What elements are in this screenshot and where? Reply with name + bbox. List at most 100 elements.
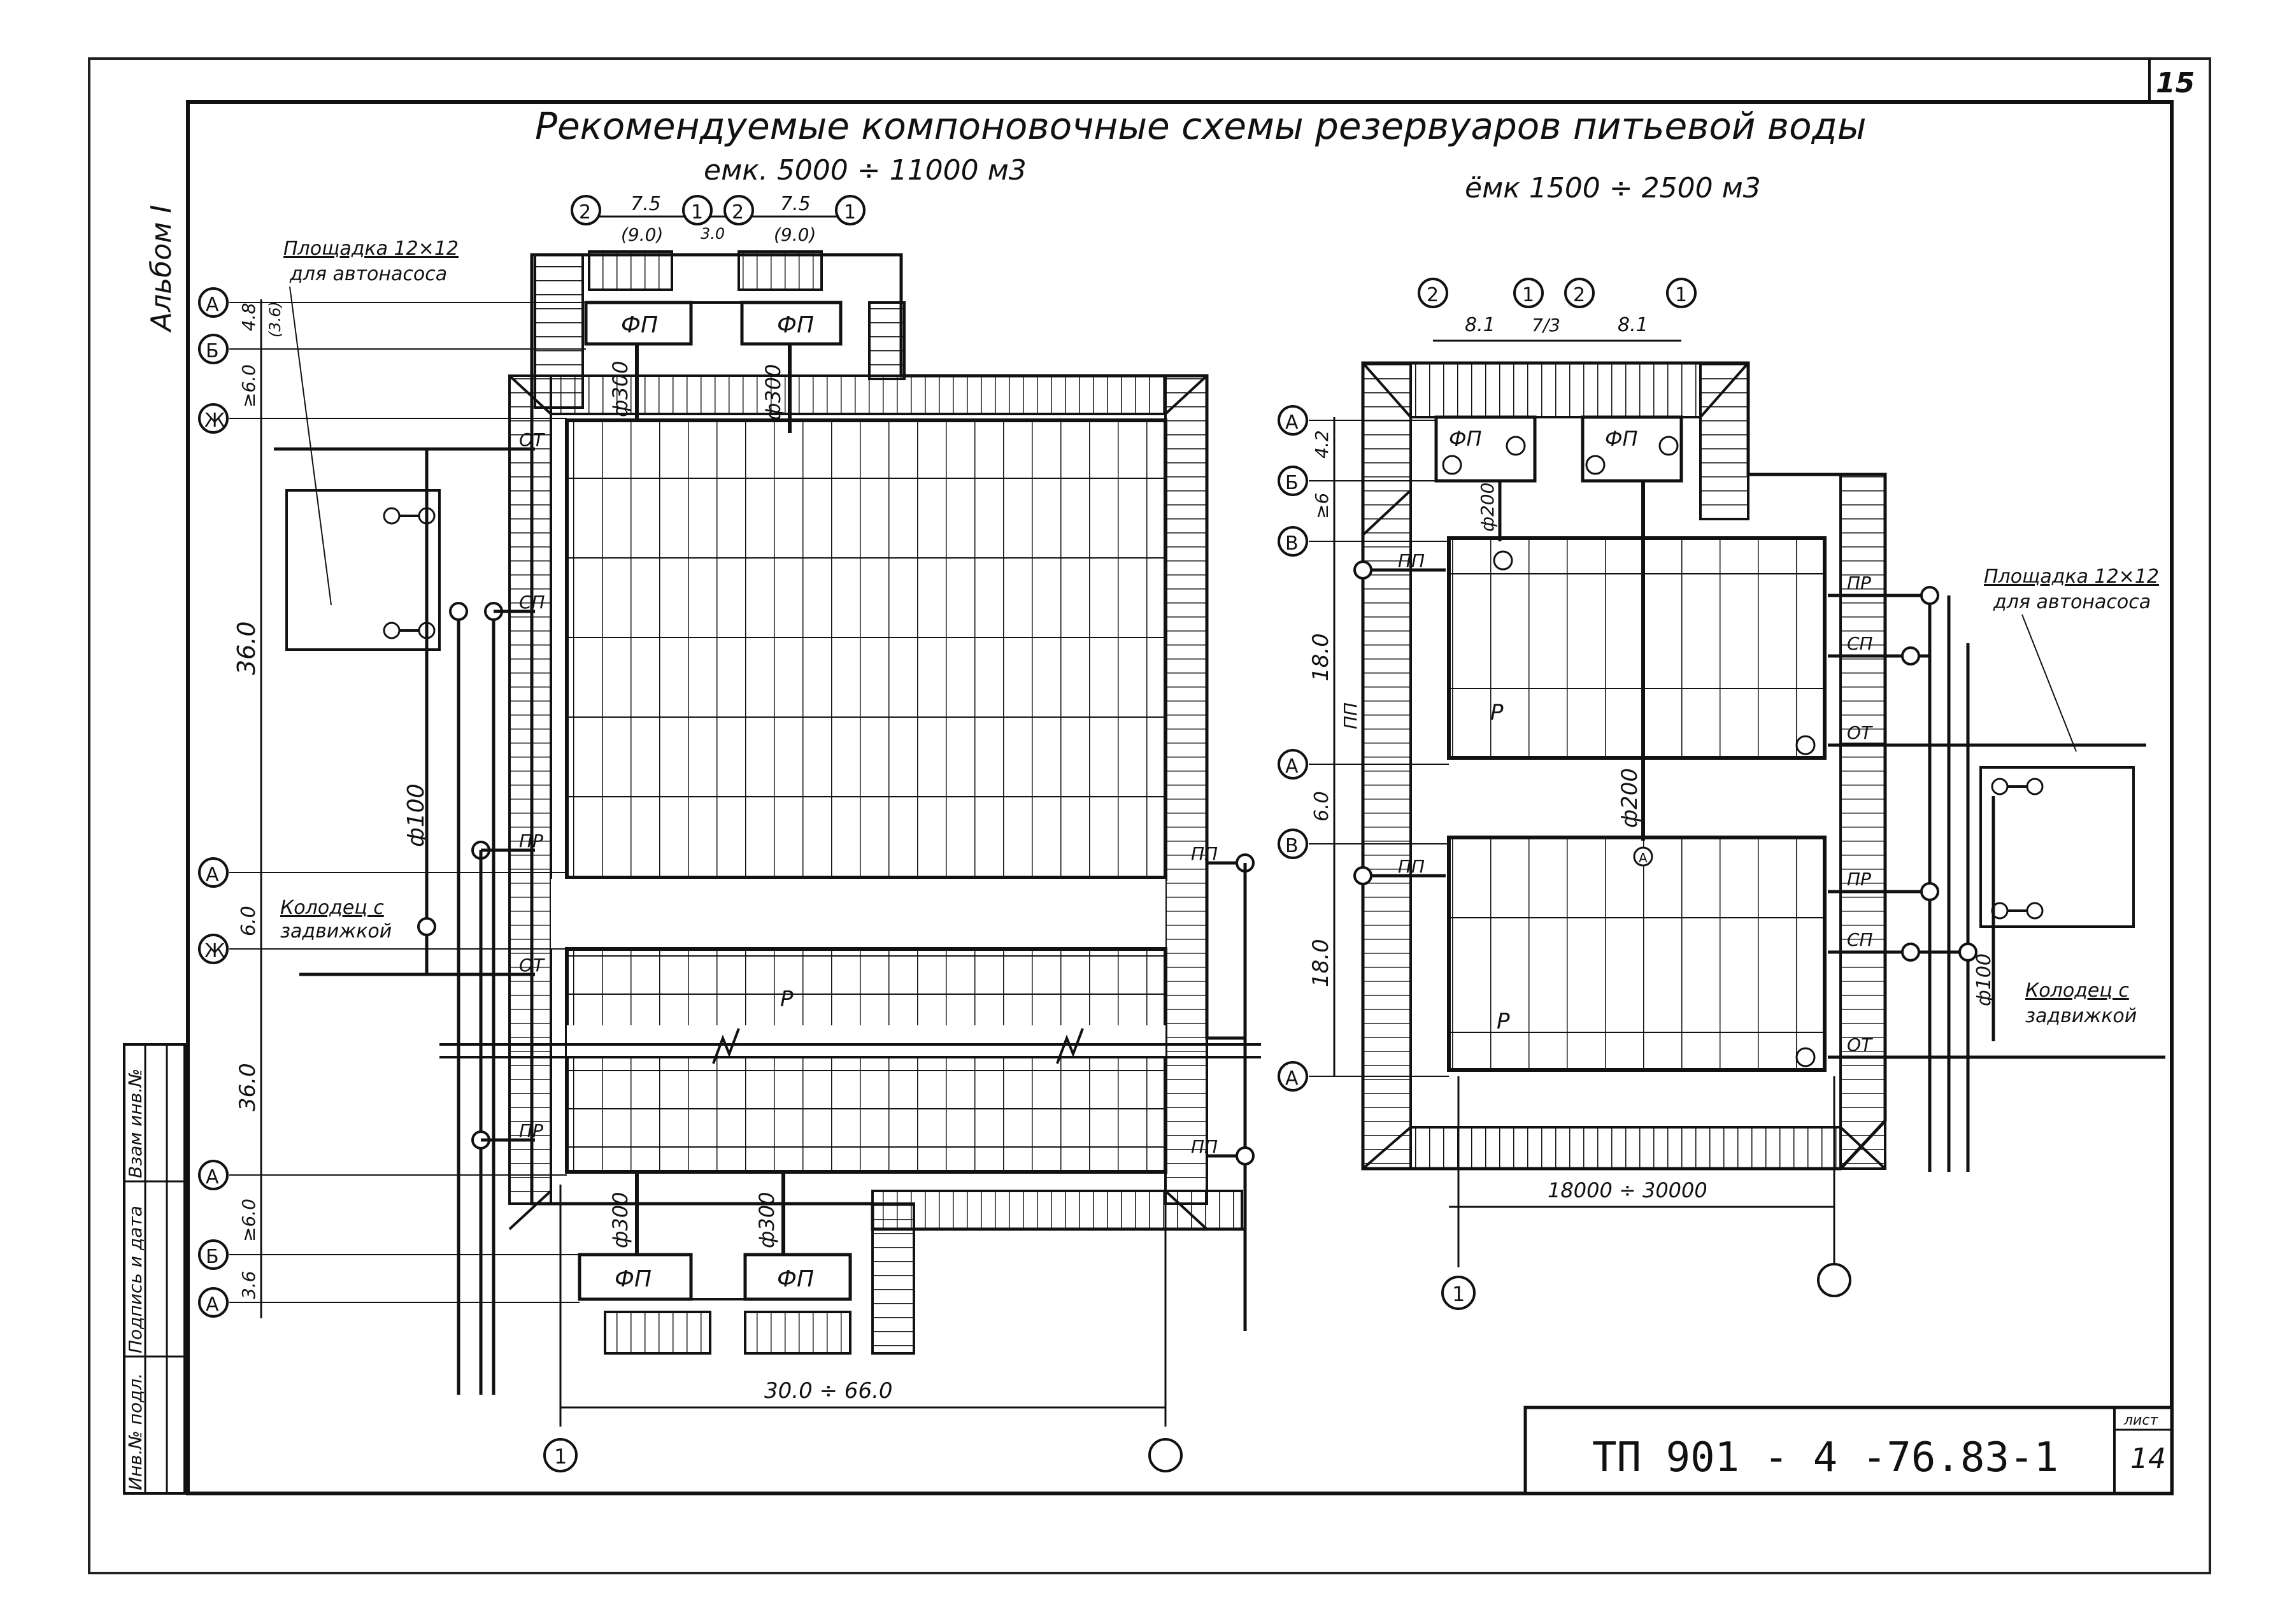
right-pavilion-2-label: ФП xyxy=(1605,427,1638,451)
right-pipe-100: ф100 xyxy=(1973,953,1995,1006)
left-pavilion-1-label: ФП xyxy=(621,312,658,338)
right-well-label-2: задвижкой xyxy=(2025,1005,2137,1027)
left-dim-left-3: ≥6.0 xyxy=(238,364,259,408)
svg-text:1: 1 xyxy=(691,201,703,224)
right-axis-left: А Б В А В А xyxy=(1278,405,1308,1092)
svg-text:А: А xyxy=(206,864,219,886)
left-well-label-2: задвижкой xyxy=(280,920,392,943)
svg-text:А: А xyxy=(206,1293,219,1316)
right-dim-top-2: 7/3 xyxy=(1532,315,1560,336)
left-tag-ot-2: ОТ xyxy=(519,955,545,976)
left-axis-left: А Б Ж А Ж А Б А xyxy=(198,287,229,1318)
sheet-number: 15 xyxy=(2156,67,2195,99)
right-bottom-axis-2 xyxy=(1817,1263,1851,1297)
inner-frame xyxy=(186,100,2174,1495)
left-dim-left-5: 6.0 xyxy=(238,906,260,936)
left-pavilion-4-label: ФП xyxy=(777,1266,814,1292)
left-bottom-axis-2 xyxy=(1148,1438,1183,1472)
left-bottom-axis-1 xyxy=(543,1438,578,1472)
left-tag-sp: СП xyxy=(519,592,545,613)
left-pavilion-3 xyxy=(578,1253,693,1301)
right-well-label-1: Колодец с xyxy=(2025,979,2129,1002)
stamp-inv-podl: Инв.№ подл. xyxy=(125,1373,146,1490)
left-plan: ФП ФП Р ФП ФП ф300 ф300 ф300 ф300 xyxy=(198,193,1261,1472)
side-stamp: Инв.№ подл. Подпись и дата Взам инв.№ xyxy=(123,1043,186,1495)
right-vertical-tag: ПП xyxy=(1340,702,1361,729)
left-dim-top-5: (9.0) xyxy=(774,224,816,245)
list-number: 14 xyxy=(2130,1442,2166,1475)
left-dim-left-6: 36.0 xyxy=(235,1063,260,1111)
svg-text:А: А xyxy=(1285,1067,1299,1090)
svg-text:Ж: Ж xyxy=(204,410,225,432)
outer-frame xyxy=(88,57,2211,1574)
right-tag-sp-2: СП xyxy=(1847,929,1873,950)
svg-text:1: 1 xyxy=(1675,284,1687,306)
left-pipe-300-1: ф300 xyxy=(608,361,632,417)
right-site-label-1: Площадка 12×12 xyxy=(1984,566,2159,588)
svg-text:Б: Б xyxy=(206,340,219,362)
svg-text:2: 2 xyxy=(1427,284,1439,306)
right-tag-pr-1: ПР xyxy=(1847,573,1871,594)
svg-text:1: 1 xyxy=(1522,284,1534,306)
left-dim-left-2: (3.6) xyxy=(266,301,284,338)
right-dim-top-3: 8.1 xyxy=(1618,314,1648,336)
svg-text:2: 2 xyxy=(579,201,591,224)
left-bottom-dim: 30.0 ÷ 66.0 xyxy=(764,1378,893,1404)
left-dim-left-8: 3.6 xyxy=(238,1271,259,1299)
left-pavilion-2 xyxy=(740,301,843,346)
left-dim-left-7: ≥6.0 xyxy=(238,1199,259,1242)
svg-text:1: 1 xyxy=(554,1444,567,1469)
svg-text:1: 1 xyxy=(1452,1282,1465,1306)
right-tag-pp-2: ПП xyxy=(1398,856,1425,877)
right-reservoir-upper xyxy=(1447,536,1827,760)
left-reservoir-upper xyxy=(565,418,1167,881)
right-tag-ot-1: ОТ xyxy=(1847,722,1873,743)
svg-text:Ж: Ж xyxy=(204,940,225,962)
right-reservoir-lower xyxy=(1447,836,1827,1072)
left-pipe-300-4: ф300 xyxy=(755,1192,779,1248)
list-label: лист xyxy=(2123,1413,2158,1428)
album-label: Альбом I xyxy=(145,205,178,333)
main-title: Рекомендуемые компоновочные схемы резерв… xyxy=(535,104,1867,148)
right-pipe-200-1: ф200 xyxy=(1477,483,1498,532)
svg-text:А: А xyxy=(206,294,219,316)
left-dim-top-2: (9.0) xyxy=(621,224,663,245)
right-bottom-axis-1 xyxy=(1441,1276,1476,1310)
svg-text:2: 2 xyxy=(732,201,744,224)
right-plan: ФП ФП Р Р ф200 ф200 2 1 2 1 8.1 7/3 8.1 … xyxy=(1278,278,2165,1310)
left-reservoir-lower xyxy=(565,947,1167,1174)
svg-text:Б: Б xyxy=(1285,472,1299,494)
right-pump-site xyxy=(1979,766,2135,928)
stamp-vzam: Взам инв.№ xyxy=(125,1069,146,1178)
left-pavilion-3-label: ФП xyxy=(615,1266,652,1292)
right-reservoir-label-1: Р xyxy=(1490,700,1504,725)
left-tag-pr-1: ПР xyxy=(519,830,543,851)
right-dim-left-4: 6.0 xyxy=(1311,791,1333,822)
left-tag-pr-2: ПР xyxy=(519,1120,543,1141)
svg-text:2: 2 xyxy=(1573,284,1585,306)
left-dim-top-3: 3.0 xyxy=(701,225,725,243)
right-tag-sp-1: СП xyxy=(1847,633,1873,654)
right-pavilion-1-label: ФП xyxy=(1449,427,1482,451)
left-tag-ot-1: ОТ xyxy=(519,429,545,450)
svg-text:А: А xyxy=(1285,411,1299,434)
right-dim-left-2: ≥6 xyxy=(1311,493,1332,519)
left-pipe-300-2: ф300 xyxy=(761,364,785,420)
right-site-label-2: для автонасоса xyxy=(1993,591,2151,613)
right-tag-ot-2: ОТ xyxy=(1847,1034,1873,1055)
left-well-label-1: Колодец с xyxy=(280,897,384,919)
left-pipe-100: ф100 xyxy=(403,784,429,848)
svg-text:1: 1 xyxy=(844,201,856,224)
right-pipe-200-2: ф200 xyxy=(1617,768,1642,828)
left-reservoir-label: Р xyxy=(780,987,794,1012)
left-dim-left-1: 4.8 xyxy=(238,303,259,331)
svg-text:А: А xyxy=(206,1166,219,1188)
right-bottom-dim: 18000 ÷ 30000 xyxy=(1548,1178,1707,1202)
left-pipe-300-3: ф300 xyxy=(608,1192,632,1248)
right-reservoir-label-2: Р xyxy=(1497,1009,1510,1034)
left-tag-pp-1: ПП xyxy=(1191,843,1218,864)
right-dim-top-1: 8.1 xyxy=(1465,314,1495,336)
stamp-podpis: Подпись и дата xyxy=(125,1206,146,1353)
left-pavilion-2-label: ФП xyxy=(777,312,814,338)
